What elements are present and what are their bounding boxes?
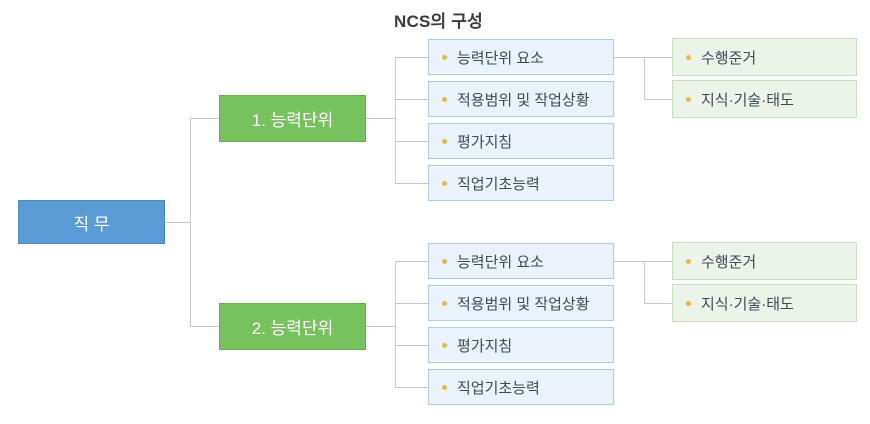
connector-line — [190, 118, 191, 326]
node-job: 직 무 — [18, 200, 165, 244]
node-unit2-performance-criteria: 수행준거 — [672, 242, 857, 280]
connector-line — [395, 99, 428, 100]
node-unit-1-label: 1. 능력단위 — [251, 111, 334, 130]
node-label: 평가지침 — [457, 133, 513, 151]
connector-line — [165, 222, 190, 223]
bullet-icon — [442, 138, 447, 144]
diagram-title: NCS의 구성 — [394, 12, 483, 31]
node-label: 수행준거 — [701, 253, 757, 271]
bullet-icon — [442, 180, 447, 186]
node-unit1-evaluation: 평가지침 — [428, 123, 614, 159]
bullet-icon — [442, 384, 447, 390]
node-label: 적용범위 및 작업상황 — [457, 295, 590, 313]
node-unit1-basic-competency: 직업기초능력 — [428, 165, 614, 201]
connector-line — [644, 303, 672, 304]
bullet-icon — [686, 258, 691, 264]
connector-line — [190, 326, 219, 327]
bullet-icon — [686, 300, 691, 306]
bullet-icon — [442, 96, 447, 102]
node-job-label: 직 무 — [73, 214, 110, 234]
connector-line — [644, 57, 645, 99]
bullet-icon — [686, 96, 691, 102]
node-unit1-performance-criteria: 수행준거 — [672, 38, 857, 76]
node-label: 능력단위 요소 — [457, 253, 544, 271]
bullet-icon — [442, 342, 447, 348]
connector-line — [644, 261, 645, 303]
bullet-icon — [686, 54, 691, 60]
bullet-icon — [442, 258, 447, 264]
node-label: 직업기초능력 — [457, 379, 540, 397]
node-label: 수행준거 — [701, 49, 757, 67]
connector-line — [614, 57, 672, 58]
node-label: 평가지침 — [457, 337, 513, 355]
node-unit-2: 2. 능력단위 — [219, 303, 366, 350]
connector-line — [395, 345, 428, 346]
connector-line — [366, 326, 395, 327]
bullet-icon — [442, 300, 447, 306]
connector-line — [395, 261, 396, 387]
connector-line — [395, 141, 428, 142]
bullet-icon — [442, 54, 447, 60]
connector-line — [395, 303, 428, 304]
connector-line — [395, 261, 428, 262]
node-label: 적용범위 및 작업상황 — [457, 91, 590, 109]
connector-line — [395, 57, 428, 58]
node-unit2-knowledge-skill-attitude: 지식·기술·태도 — [672, 284, 857, 322]
node-unit2-scope: 적용범위 및 작업상황 — [428, 285, 614, 321]
connector-line — [190, 118, 219, 119]
node-unit-2-label: 2. 능력단위 — [251, 319, 334, 338]
node-unit2-element: 능력단위 요소 — [428, 243, 614, 279]
connector-line — [395, 57, 396, 183]
connector-line — [395, 387, 428, 388]
connector-line — [366, 118, 395, 119]
connector-line — [644, 99, 672, 100]
node-unit1-element: 능력단위 요소 — [428, 39, 614, 75]
node-unit2-basic-competency: 직업기초능력 — [428, 369, 614, 405]
node-unit-1: 1. 능력단위 — [219, 95, 366, 142]
node-unit1-knowledge-skill-attitude: 지식·기술·태도 — [672, 80, 857, 118]
node-unit1-scope: 적용범위 및 작업상황 — [428, 81, 614, 117]
node-label: 직업기초능력 — [457, 175, 540, 193]
node-label: 능력단위 요소 — [457, 49, 544, 67]
node-label: 지식·기술·태도 — [701, 295, 794, 313]
connector-line — [614, 261, 672, 262]
connector-line — [395, 183, 428, 184]
node-unit2-evaluation: 평가지침 — [428, 327, 614, 363]
node-label: 지식·기술·태도 — [701, 91, 794, 109]
